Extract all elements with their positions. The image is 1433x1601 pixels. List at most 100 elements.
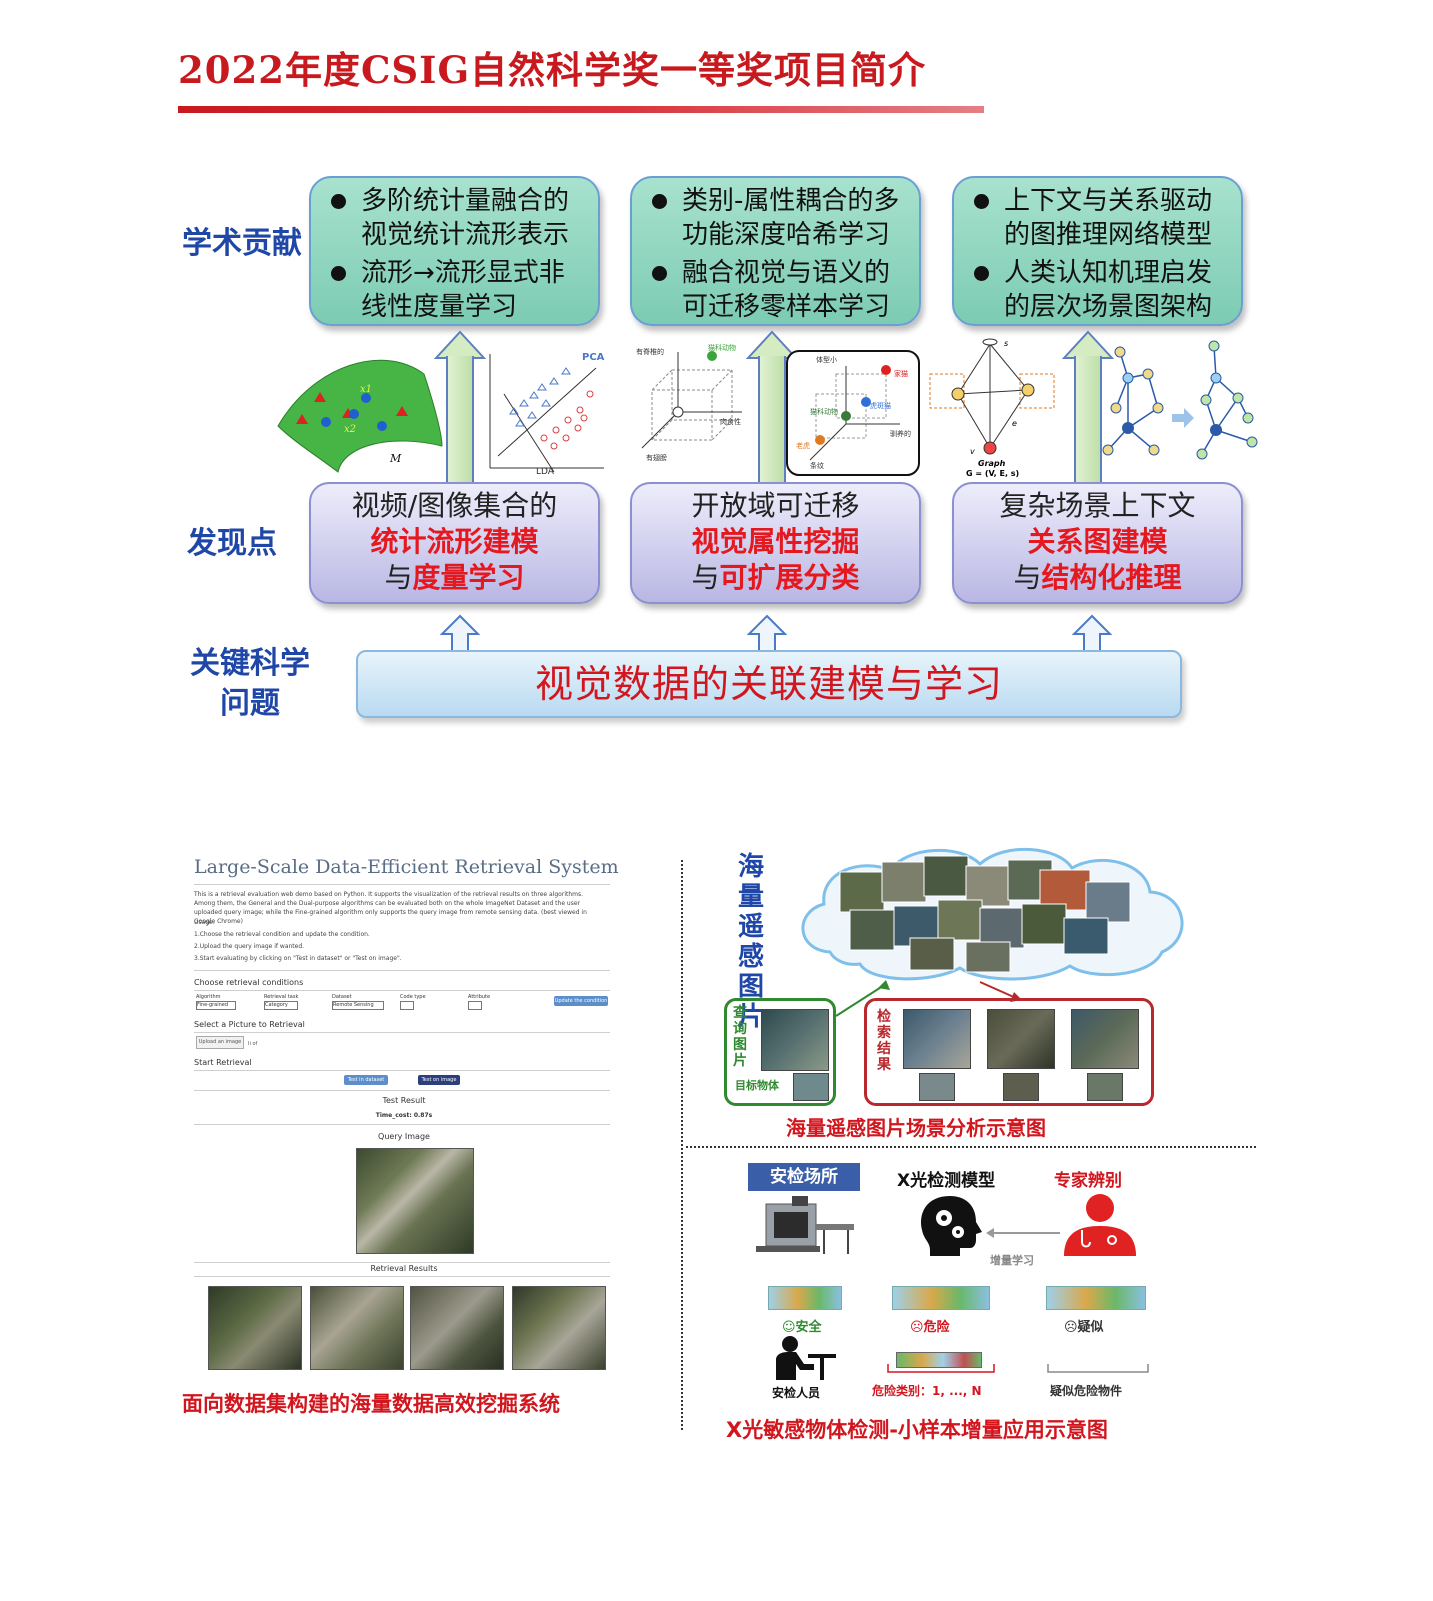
attribute-cube-illustration-2: 体型小 驯养的 条纹 家猫 猫科动物 虎斑猫 老虎 bbox=[786, 350, 920, 476]
up-arrow-icon bbox=[1072, 614, 1112, 653]
divider bbox=[194, 1032, 610, 1033]
result-satellite-image bbox=[903, 1009, 971, 1069]
select-value: Remote Sensing bbox=[333, 1002, 374, 1008]
xray-caption: X光敏感物体检测-小样本增量应用示意图 bbox=[726, 1418, 1108, 1442]
target-object-image bbox=[793, 1073, 829, 1101]
expert-label: 专家辨别 bbox=[1054, 1171, 1122, 1191]
row-label-key-line2: 问题 bbox=[220, 686, 280, 721]
bracket-icon bbox=[887, 1364, 995, 1373]
target-object-label: 目标物体 bbox=[735, 1079, 779, 1092]
suspect-label: ☹疑似 bbox=[1064, 1320, 1104, 1335]
query-image-label: 查询图片 bbox=[733, 1005, 747, 1069]
retrieval-result-box: 检索结果 bbox=[864, 998, 1154, 1106]
title-underline bbox=[178, 106, 984, 113]
retrieval-intro: This is a retrieval evaluation web demo … bbox=[194, 891, 587, 925]
time-cost: Time_cost: 0.87s bbox=[375, 1112, 433, 1119]
graph-formula: G = (V, E, s) bbox=[966, 469, 1019, 478]
finding-line: 复杂场景上下文 bbox=[999, 489, 1196, 522]
finding-highlight: 关系图建模 bbox=[1027, 525, 1168, 558]
result-crop-image bbox=[1003, 1073, 1039, 1101]
bullet-text: 人类认知机理启发的层次场景图架构 bbox=[1004, 258, 1213, 322]
divider bbox=[194, 1276, 610, 1277]
bracket-icon bbox=[1047, 1364, 1149, 1373]
point-label: 猫科动物 bbox=[708, 343, 736, 352]
point-label: 猫科动物 bbox=[810, 407, 838, 416]
update-condition-button[interactable]: Update the condition bbox=[554, 996, 608, 1006]
remote-sensing-title: 海量遥感图片 bbox=[737, 852, 764, 1032]
finding-box-2: 开放域可迁移 视觉属性挖掘 与可扩展分类 bbox=[630, 482, 921, 604]
danger-label: ☹危险 bbox=[910, 1320, 950, 1335]
query-satellite-image bbox=[761, 1009, 829, 1071]
contribution-box-1: 多阶统计量融合的视觉统计流形表示 流形→流形显式非线性度量学习 bbox=[309, 176, 600, 326]
bullet-dot-icon bbox=[652, 194, 667, 209]
retrieval-caption: 面向数据集构建的海量数据高效挖掘系统 bbox=[182, 1392, 560, 1416]
up-arrow-icon bbox=[434, 330, 486, 496]
up-arrow-icon bbox=[440, 614, 480, 653]
usage-step: 3.Start evaluating by clicking on "Test … bbox=[194, 955, 402, 962]
row-label-key-line1: 关键科学 bbox=[190, 646, 310, 681]
result-satellite-image bbox=[310, 1286, 404, 1370]
code-type-select[interactable] bbox=[400, 1001, 414, 1010]
result-satellite-image bbox=[1071, 1009, 1139, 1069]
expert-doctor-icon bbox=[1064, 1194, 1136, 1256]
finding-connector: 与 bbox=[384, 561, 413, 594]
axis-label: 有脊椎的 bbox=[636, 347, 664, 356]
test-result-heading: Test Result bbox=[382, 1096, 426, 1105]
select-value: Category bbox=[265, 1002, 288, 1008]
axis-label: 条纹 bbox=[810, 461, 824, 470]
security-staff-label: 安检人员 bbox=[772, 1386, 821, 1400]
finding-highlight: 统计流形建模 bbox=[370, 525, 539, 558]
bullet-dot-icon bbox=[331, 194, 346, 209]
point-label: 虎斑猫 bbox=[870, 401, 891, 410]
manifold-m-label: M bbox=[389, 452, 402, 465]
bullet-text: 上下文与关系驱动的图推理网络模型 bbox=[1004, 186, 1213, 250]
result-satellite-image bbox=[410, 1286, 504, 1370]
bullet-text: 融合视觉与语义的可迁移零样本学习 bbox=[682, 258, 891, 322]
bullet-dot-icon bbox=[974, 194, 989, 209]
finding-connector: 与 bbox=[1013, 561, 1042, 594]
attribute-cube-illustration: 有脊椎的 肉食性 有翅膀 猫科动物 bbox=[636, 343, 742, 462]
bullet-text: 多阶统计量融合的视觉统计流形表示 bbox=[361, 186, 570, 250]
xray-scanner-icon bbox=[756, 1196, 854, 1254]
incremental-arrow-icon bbox=[986, 1228, 1060, 1238]
test-in-dataset-button[interactable]: Test in dataset bbox=[344, 1075, 388, 1085]
lda-label: LDA bbox=[536, 467, 555, 476]
task-label: Retrieval task bbox=[264, 994, 299, 1000]
xray-bag-image bbox=[768, 1286, 842, 1310]
finding-line: 视频/图像集合的 bbox=[351, 489, 558, 522]
image-cloud-illustration bbox=[801, 847, 1184, 981]
algorithm-select[interactable]: Fine-grained bbox=[196, 1001, 236, 1010]
contribution-bullet: 多阶统计量融合的视觉统计流形表示 bbox=[327, 184, 590, 252]
contribution-bullet: 融合视觉与语义的可迁移零样本学习 bbox=[648, 256, 911, 324]
security-site-badge: 安检场所 bbox=[748, 1163, 860, 1191]
retrieval-title: Large-Scale Data-Efficient Retrieval Sys… bbox=[194, 856, 619, 878]
dataset-select[interactable]: Remote Sensing bbox=[332, 1001, 384, 1010]
attribute-select[interactable] bbox=[468, 1001, 482, 1010]
section-heading: Choose retrieval conditions bbox=[194, 978, 304, 987]
upload-image-button[interactable]: Upload an image bbox=[196, 1036, 244, 1049]
vertical-divider bbox=[681, 860, 683, 1430]
test-on-image-button[interactable]: Test on image bbox=[418, 1075, 460, 1085]
finding-connector: 与 bbox=[691, 561, 720, 594]
section-heading: Start Retrieval bbox=[194, 1058, 252, 1067]
axis-label: 有翅膀 bbox=[646, 453, 667, 462]
up-arrow-icon bbox=[746, 330, 798, 496]
point-label: 家猫 bbox=[894, 369, 908, 378]
contribution-bullet: 流形→流形显式非线性度量学习 bbox=[327, 256, 590, 324]
divider bbox=[194, 1070, 610, 1071]
remote-sensing-caption: 海量遥感图片场景分析示意图 bbox=[786, 1116, 1046, 1140]
contribution-bullet: 类别-属性耦合的多功能深度哈希学习 bbox=[648, 184, 911, 252]
contribution-bullet: 上下文与关系驱动的图推理网络模型 bbox=[970, 184, 1233, 252]
query-image-heading: Query Image bbox=[378, 1132, 430, 1141]
safe-label: ☺安全 bbox=[782, 1320, 822, 1335]
contribution-box-2: 类别-属性耦合的多功能深度哈希学习 融合视觉与语义的可迁移零样本学习 bbox=[630, 176, 921, 326]
finding-highlight: 视觉属性挖掘 bbox=[691, 525, 860, 558]
incremental-learning-label: 增量学习 bbox=[990, 1254, 1034, 1267]
horizontal-divider bbox=[686, 1146, 1256, 1148]
finding-box-3: 复杂场景上下文 关系图建模 与结构化推理 bbox=[952, 482, 1243, 604]
contribution-box-3: 上下文与关系驱动的图推理网络模型 人类认知机理启发的层次场景图架构 bbox=[952, 176, 1243, 326]
task-select[interactable]: Category bbox=[264, 1001, 298, 1010]
axis-label: 肉食性 bbox=[720, 417, 741, 426]
brain-gears-icon bbox=[921, 1196, 982, 1256]
algorithm-label: Algorithm bbox=[196, 994, 221, 1000]
